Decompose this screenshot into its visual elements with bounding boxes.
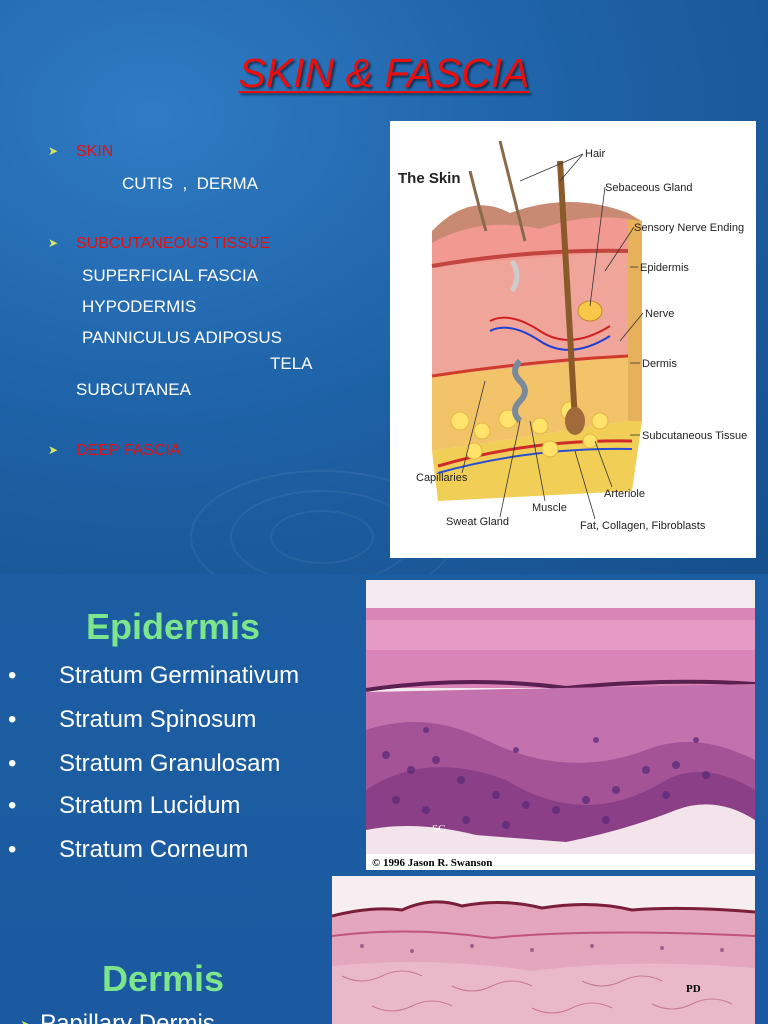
label-dermis: Dermis (642, 358, 677, 370)
label-muscle: Muscle (532, 502, 567, 514)
skin-cross-section-illustration: The Skin Hair Sebaceous Gland Sensory Ne… (398, 140, 747, 532)
label-fat-collagen: Fat, Collagen, Fibroblasts (580, 520, 706, 532)
micrograph-copyright: © 1996 Jason R. Swanson (372, 857, 493, 869)
skin-terms: CUTIS , DERMA (122, 174, 259, 193)
subcutaneous-term: SUPERFICIAL FASCIA (82, 266, 259, 285)
epidermis-title: Epidermis (86, 606, 261, 647)
arrow-bullet-icon: ➤ (48, 144, 59, 158)
label-capillaries: Capillaries (416, 472, 468, 484)
dermis-title: Dermis (102, 958, 225, 999)
dermis-micrograph-tag: PD (686, 983, 701, 995)
arrow-bullet-icon: ➤ (48, 236, 59, 250)
dermis-item-label: Papillary Dermis (40, 1010, 215, 1024)
skin-diagram: The Skin Hair Sebaceous Gland Sensory Ne… (390, 121, 756, 558)
dermis-histology-image: PD (332, 900, 755, 1024)
label-sweat-gland: Sweat Gland (446, 516, 509, 528)
label-subcutaneous-tissue: Subcutaneous Tissue (642, 430, 747, 442)
dermis-micrograph: PD (332, 876, 755, 1024)
micrograph-tag: SG (432, 823, 446, 835)
background-ripple (270, 510, 374, 564)
stratum-item: Stratum Lucidum (59, 792, 241, 819)
label-nerve: Nerve (645, 308, 674, 320)
bullet-dot: • (8, 792, 17, 819)
slide-epidermis-dermis: Epidermis • Stratum Germinativum • Strat… (0, 574, 768, 1024)
slide-skin-fascia: SKIN & FASCIA ➤ SKIN CUTIS , DERMA ➤ SUB… (0, 0, 768, 574)
subcutaneous-term: HYPODERMIS (82, 297, 197, 316)
stratum-item: Stratum Corneum (59, 836, 249, 863)
label-arteriole: Arteriole (604, 488, 645, 500)
label-hair: Hair (585, 148, 606, 160)
stratum-item: Stratum Spinosum (59, 706, 257, 733)
histology-image: SG (366, 608, 755, 870)
diagram-title: The Skin (398, 170, 461, 187)
bullet-dot: • (8, 750, 17, 777)
arrow-bullet-icon: ➤ (48, 443, 59, 457)
bullet-dot: • (8, 662, 17, 689)
stratum-item: Stratum Germinativum (59, 662, 300, 689)
deep-fascia-heading: DEEP FASCIA (76, 442, 181, 459)
epidermis-micrograph: SG © 1996 Jason R. Swanson (366, 580, 755, 870)
label-sensory-nerve-ending: Sensory Nerve Ending (634, 222, 744, 234)
stratum-item: Stratum Granulosam (59, 750, 281, 777)
bullet-dot: • (8, 706, 17, 733)
label-sebaceous-gland: Sebaceous Gland (605, 182, 692, 194)
slide-title: SKIN & FASCIA (238, 50, 530, 96)
subcutaneous-heading: SUBCUTANEOUS TISSUE (76, 235, 271, 252)
subcutaneous-term: SUBCUTANEA (76, 380, 191, 399)
label-epidermis: Epidermis (640, 262, 689, 274)
subcutaneous-term: TELA (270, 354, 313, 373)
subcutaneous-term: PANNICULUS ADIPOSUS (82, 328, 282, 347)
arrow-bullet-icon: ➤ (20, 1018, 33, 1024)
skin-heading: SKIN (76, 143, 114, 160)
bullet-dot: • (8, 836, 17, 863)
dermis-item: ➤ Papillary Dermis (20, 1010, 215, 1024)
